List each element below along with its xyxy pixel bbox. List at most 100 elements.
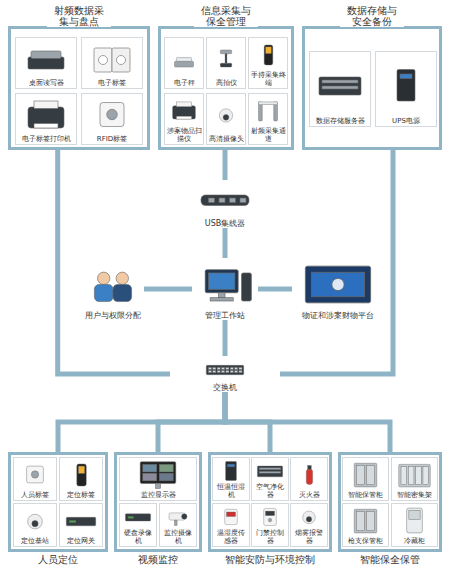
device-icon bbox=[60, 504, 102, 537]
icon-part bbox=[239, 367, 242, 369]
icon-part bbox=[213, 371, 216, 373]
device-icon bbox=[82, 94, 142, 135]
group-title: 射频数据采集与盘点 bbox=[47, 5, 111, 27]
device-icon bbox=[165, 38, 203, 79]
bus-line bbox=[158, 392, 225, 452]
device-box: 定位网关 bbox=[59, 503, 103, 547]
device-box: 监控摄像机 bbox=[159, 503, 197, 547]
icon-part bbox=[218, 293, 225, 298]
icon-part bbox=[266, 47, 272, 54]
icon-part bbox=[159, 473, 173, 481]
icon-part bbox=[230, 198, 236, 203]
device-icon bbox=[392, 458, 437, 491]
icon-part bbox=[303, 511, 316, 524]
device-box: 人员标签 bbox=[13, 457, 57, 501]
device-box: RFID标签 bbox=[81, 93, 143, 145]
device-label: 温湿度传感器 bbox=[213, 529, 249, 546]
icon-part bbox=[31, 51, 61, 59]
unit-label: 物证和涉案财物平台 bbox=[292, 311, 384, 320]
icon-part bbox=[176, 116, 191, 119]
group-box: 数据存储与安全备份数据存储服务器UPS电源 bbox=[302, 26, 442, 150]
icon-part bbox=[230, 371, 233, 373]
icon-part bbox=[99, 56, 108, 65]
device-icon bbox=[192, 258, 258, 311]
unit-label: 用户与权限分配 bbox=[82, 311, 144, 320]
icon-part bbox=[322, 80, 358, 83]
icon-part bbox=[209, 273, 235, 290]
system-unit: 用户与权限分配 bbox=[82, 258, 144, 320]
device-box: 门禁控制器 bbox=[251, 503, 289, 547]
device-box: 恒温恒湿机 bbox=[212, 457, 250, 501]
icon-part bbox=[94, 48, 112, 72]
icon-part bbox=[354, 463, 377, 487]
device-icon bbox=[82, 258, 144, 311]
device-icon bbox=[170, 356, 280, 383]
group-box: 信息采集与保全管理电子秤高拍仪手持采集终端涉案物品扫描仪高清摄像头射频采集通道 bbox=[158, 26, 294, 150]
bus-line bbox=[223, 228, 228, 258]
device-box: 智能密集架 bbox=[391, 457, 438, 501]
device-label: 烟雾报警器 bbox=[291, 529, 327, 546]
device-box: 高拍仪 bbox=[206, 37, 246, 89]
device-icon bbox=[16, 94, 76, 135]
device-box: 枪支保管柜 bbox=[342, 503, 389, 547]
icon-part bbox=[140, 462, 176, 484]
icon-part bbox=[31, 471, 38, 478]
bus-line bbox=[280, 150, 393, 374]
icon-part bbox=[220, 63, 231, 67]
icon-part bbox=[407, 508, 423, 533]
device-box: 冷藏柜 bbox=[391, 503, 438, 547]
device-label: UPS电源 bbox=[376, 117, 436, 126]
device-icon bbox=[165, 94, 203, 127]
icon-part bbox=[175, 61, 194, 67]
device-label: 灭火器 bbox=[291, 491, 327, 500]
icon-part bbox=[208, 371, 211, 373]
icon-part bbox=[219, 109, 232, 122]
device-box: 电子秤 bbox=[164, 37, 204, 89]
device-icon bbox=[160, 504, 196, 529]
icon-part bbox=[399, 464, 431, 487]
icon-part bbox=[397, 70, 415, 102]
device-icon bbox=[60, 458, 102, 491]
icon-part bbox=[264, 508, 277, 525]
icon-part bbox=[116, 272, 128, 284]
system-unit: 管理工作站 bbox=[192, 258, 258, 320]
device-box: 监控显示器 bbox=[119, 457, 197, 501]
device-icon bbox=[310, 52, 370, 117]
icon-part bbox=[220, 50, 231, 54]
device-box: UPS电源 bbox=[375, 51, 437, 127]
icon-part bbox=[34, 124, 58, 129]
icon-part bbox=[230, 367, 233, 369]
system-unit: USB集线器 bbox=[190, 180, 260, 228]
device-icon bbox=[343, 504, 388, 537]
icon-part bbox=[208, 367, 211, 369]
device-icon bbox=[120, 504, 156, 529]
unit-label: USB集线器 bbox=[190, 219, 260, 228]
icon-part bbox=[113, 285, 132, 302]
icon-part bbox=[354, 509, 377, 533]
device-box: 智能保管柜 bbox=[342, 457, 389, 501]
group-box: 智能保全保管智能保管柜智能密集架枪支保管柜冷藏柜 bbox=[338, 452, 442, 552]
device-label: 桌面读写器 bbox=[16, 79, 76, 88]
icon-part bbox=[27, 466, 44, 483]
icon-part bbox=[306, 517, 311, 522]
icon-part bbox=[210, 298, 233, 301]
icon-part bbox=[423, 467, 429, 485]
device-label: 监控摄像机 bbox=[160, 529, 196, 546]
device-label: 智能密集架 bbox=[392, 491, 437, 500]
device-label: 硬盘录像机 bbox=[120, 529, 156, 546]
group-box: 智能安防与环境控制恒温恒湿机空气净化器灭火器温湿度传感器门禁控制器烟雾报警器 bbox=[208, 452, 332, 552]
icon-part bbox=[98, 272, 110, 284]
bus-line bbox=[58, 150, 170, 374]
icon-part bbox=[125, 514, 150, 521]
icon-part bbox=[78, 466, 84, 473]
icon-part bbox=[266, 511, 275, 515]
group-title: 视频监控 bbox=[135, 554, 181, 565]
device-icon bbox=[249, 94, 287, 127]
device-label: 手持采集终端 bbox=[249, 71, 287, 88]
icon-part bbox=[416, 467, 422, 485]
icon-part bbox=[306, 469, 312, 484]
device-box: 定位标签 bbox=[59, 457, 103, 501]
device-label: 电子标签 bbox=[82, 79, 142, 88]
